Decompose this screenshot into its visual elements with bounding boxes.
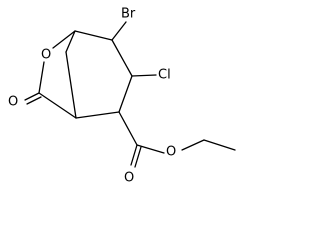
bond-ester-c-o [136, 144, 165, 154]
bond-c4-br [111, 21, 127, 41]
chlorine-label: Cl [158, 68, 171, 83]
bond-c7-c1 [38, 92, 77, 119]
bond-c7-o-double-a [24, 92, 40, 101]
bond-ch2-ch3 [203, 139, 236, 151]
bond-c2-ester-c [118, 111, 138, 146]
bond-c5-c4 [74, 30, 113, 41]
bond-c3-cl [131, 74, 157, 77]
bond-c5-o6 [52, 30, 76, 49]
lactone-carbonyl-oxygen-label: O [8, 95, 18, 110]
bond-o-ch2 [181, 139, 205, 151]
bond-ester-c-o-double-b [134, 146, 142, 168]
bond-c3-c2 [118, 75, 133, 113]
bond-c7-c5-bridge [65, 30, 76, 53]
bond-c1-c7-bridge [65, 51, 77, 119]
bond-ester-c-o-double-a [130, 144, 138, 166]
bond-c7-o-double-b [26, 96, 42, 105]
ester-carbonyl-oxygen-label: O [124, 171, 134, 186]
ring-oxygen-label: O [41, 48, 51, 63]
bond-c4-c3 [111, 39, 133, 77]
molecule-diagram: Br Cl O O O O [8, 7, 236, 186]
bond-o6-c7 [38, 61, 45, 94]
bromine-label: Br [121, 7, 136, 22]
bond-c2-c1 [75, 111, 120, 119]
structure-canvas: Br Cl O O O O [8, 7, 236, 186]
ester-ether-oxygen-label: O [166, 145, 176, 160]
